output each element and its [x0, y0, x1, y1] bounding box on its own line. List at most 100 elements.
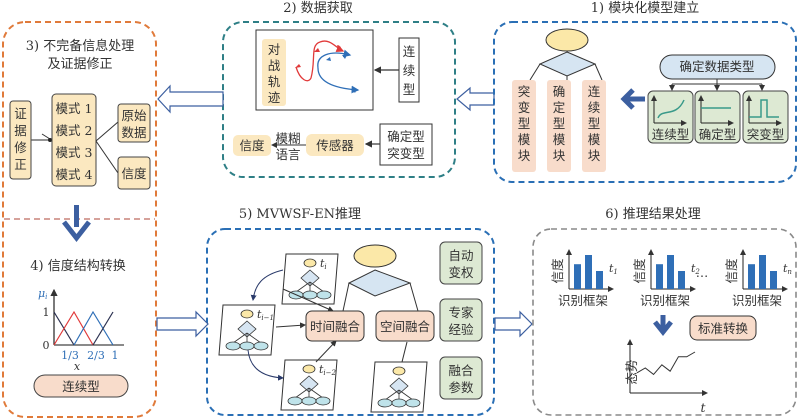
param-box — [439, 356, 483, 400]
standard-transform-box — [689, 315, 757, 341]
continuous-type-button[interactable] — [33, 374, 129, 398]
section-6-border — [532, 228, 797, 416]
raw-data-label-1: 原始 — [121, 108, 147, 123]
module-label-char: 确 — [553, 84, 566, 99]
belief-bar — [656, 264, 663, 289]
svg-text:证: 证 — [14, 106, 27, 121]
belief-bar — [678, 271, 685, 289]
module-label-char: 模 — [553, 132, 566, 147]
tree-edge — [294, 387, 310, 399]
tree-t-i: ti — [281, 253, 339, 305]
param-label: 融合 — [448, 363, 474, 378]
frame-y-label: 信度 — [724, 258, 739, 284]
section-1-title: 1) 模块化模型建立 — [591, 1, 699, 16]
decision-node-s5 — [347, 269, 412, 297]
evidence-fix-label: 证 据 修 正 — [14, 106, 27, 172]
module-label-char: 型 — [588, 116, 601, 131]
param-label: 经验 — [448, 322, 474, 337]
section-3-4-container — [2, 21, 157, 418]
svg-text:轨: 轨 — [268, 74, 281, 89]
membership-line-3 — [73, 310, 114, 346]
param-label: 自动 — [448, 248, 473, 263]
left-arrow-icon — [620, 88, 645, 110]
trend-line — [636, 351, 696, 376]
data-type-box — [694, 90, 741, 144]
tree-edge — [384, 389, 400, 401]
time-arrow-i-1-to-i-2 — [247, 349, 284, 381]
arrow-to-time-fusion — [282, 288, 334, 312]
section-4-title: 4) 信度结构转换 — [30, 258, 125, 274]
fuzzy-label-1: 模糊 — [275, 131, 300, 146]
connector — [95, 121, 119, 142]
down-arrow-icon — [62, 205, 91, 243]
data-type-label: 确定型 — [699, 127, 737, 142]
flow-arrow-s2-to-s3 — [157, 84, 224, 114]
tree-leaf — [405, 398, 421, 408]
tree-edge — [295, 281, 311, 293]
frame-time-label: t1 — [609, 262, 618, 276]
deterministic-source-box — [379, 123, 433, 166]
connector — [342, 282, 350, 312]
connector — [529, 63, 541, 81]
tree-root — [392, 366, 406, 376]
tree-t-i-2: ti−2 — [280, 359, 338, 411]
x-tick-1: 1 — [112, 349, 119, 362]
frame-x-label: 识别框架 — [640, 293, 690, 308]
flow-arrow-s5-to-s6 — [494, 310, 533, 338]
mode-4: 模式 4 — [56, 167, 93, 182]
connector — [401, 341, 408, 363]
belief-bar — [585, 255, 592, 289]
data-type-2: 突变型 — [742, 90, 789, 144]
continuous-type-label: 连续型 — [62, 379, 100, 394]
y-tick-0: 0 — [43, 339, 50, 352]
trend-y-label: 态势 — [624, 359, 639, 385]
tree-root — [302, 364, 316, 374]
tree-edge — [246, 332, 262, 344]
module-label-char: 续 — [588, 100, 601, 115]
space-fusion-box — [375, 310, 435, 342]
modes-box — [51, 93, 97, 187]
svg-text:据: 据 — [14, 123, 27, 138]
x-tick-2-3: 2/3 — [87, 349, 105, 362]
module-label-char: 块 — [553, 148, 566, 163]
tree-leaf — [239, 341, 255, 351]
type-curve — [749, 99, 779, 118]
module-label-char: 突 — [518, 84, 531, 99]
belief-bar — [596, 271, 603, 289]
membership-line-4 — [92, 311, 114, 346]
deterministic-label: 确定型 — [387, 129, 425, 144]
tree-leaf — [287, 396, 303, 406]
belief-box-s2 — [233, 135, 271, 156]
tree-leaf — [391, 398, 407, 408]
time-arrow-i-to-i-1 — [250, 269, 284, 301]
tree-leaf — [302, 290, 318, 300]
param-label: 专家 — [448, 305, 474, 320]
tree-root — [240, 309, 254, 319]
type-curve — [657, 99, 685, 119]
section-3-title-line1: 3) 不完备信息处理 — [26, 38, 134, 54]
tree-leaf — [377, 398, 393, 408]
section-3-4-border — [2, 21, 157, 418]
raw-data-label-2: 数据 — [121, 125, 146, 140]
section-3-title-line2: 及证据修正 — [47, 57, 112, 72]
module-label-char: 定 — [553, 100, 566, 115]
frame-time-label: t2 — [691, 262, 700, 276]
data-type-label: 连续型 — [652, 127, 690, 142]
section-2-title: 2) 数据获取 — [283, 1, 352, 16]
belief-bar — [759, 255, 766, 289]
continuous-source-label: 连 续 型 — [403, 44, 416, 97]
tree-spatial — [370, 361, 428, 413]
tree-edge — [309, 281, 325, 293]
tree-leaf — [315, 396, 331, 406]
space-fusion-label: 空间融合 — [380, 319, 431, 334]
aircraft-icons — [295, 45, 357, 93]
tree-edge — [232, 332, 248, 344]
tree-edge — [308, 387, 324, 399]
connector-dot — [48, 138, 52, 142]
section-5-border — [206, 228, 495, 416]
